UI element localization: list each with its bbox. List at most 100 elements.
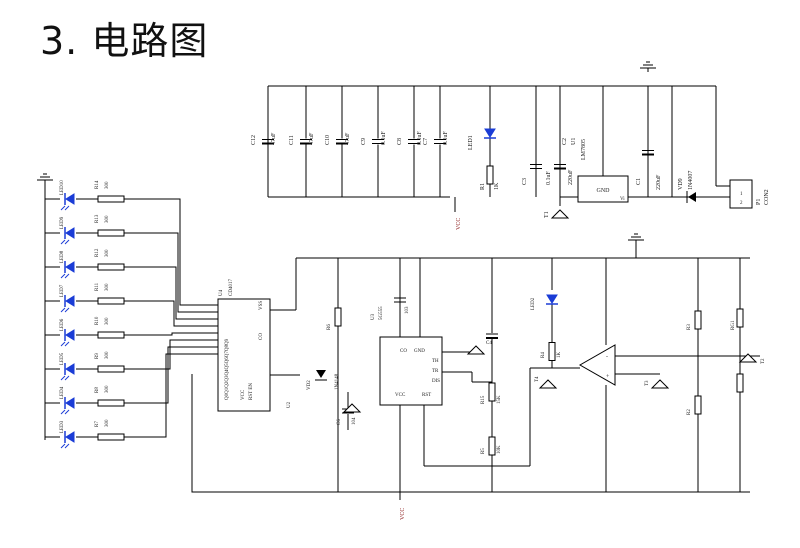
led-array-icon bbox=[65, 295, 75, 307]
led-arrow-icon bbox=[64, 273, 70, 279]
label: R3 bbox=[687, 324, 692, 330]
capacitor-ref: C9 bbox=[361, 138, 367, 145]
led-resistor bbox=[97, 399, 125, 407]
led2-icon bbox=[546, 294, 558, 304]
label: C4 bbox=[486, 341, 492, 346]
u4-pin-labels: Q0Q1Q2Q3Q4Q5Q6Q7Q8Q9 bbox=[225, 338, 230, 400]
label: 1K bbox=[557, 352, 562, 359]
wire bbox=[126, 346, 218, 404]
led-resistor-value: 300 bbox=[105, 351, 110, 359]
led-arrow-icon bbox=[64, 375, 70, 381]
label: C1 bbox=[636, 178, 642, 185]
led-ref: LED7 bbox=[60, 284, 65, 297]
label: LED2 bbox=[531, 297, 536, 310]
led-arrow-icon bbox=[60, 375, 66, 381]
led-array-icon bbox=[65, 227, 75, 239]
r5-resistor bbox=[488, 436, 496, 456]
vd2-diode-icon bbox=[316, 370, 326, 378]
wire bbox=[126, 353, 218, 438]
label: 1N4148 bbox=[335, 373, 340, 390]
t2-test-point-icon bbox=[738, 353, 758, 363]
led-arrow-icon bbox=[60, 443, 66, 449]
capacitor-value: 47uF bbox=[271, 132, 277, 145]
wire bbox=[126, 300, 218, 327]
capacitor-plate bbox=[262, 142, 274, 145]
led-array-icon bbox=[65, 363, 75, 375]
led-array-icon bbox=[65, 431, 75, 443]
comparator-icon bbox=[578, 344, 616, 386]
r1-resistor bbox=[486, 165, 494, 185]
capacitor-plate bbox=[642, 153, 654, 156]
wire bbox=[126, 332, 218, 336]
led-resistor bbox=[97, 195, 125, 203]
label: 15K bbox=[497, 395, 502, 404]
r2-resistor bbox=[694, 395, 702, 415]
label: U2 bbox=[287, 401, 292, 408]
wire bbox=[126, 266, 218, 320]
capacitor-value: 47uF bbox=[309, 132, 315, 145]
led-arrow-icon bbox=[64, 341, 70, 347]
led-array-icon bbox=[65, 193, 75, 205]
vd9-diode-icon bbox=[688, 192, 696, 202]
vd9-part: 1N4007 bbox=[688, 171, 694, 190]
led-ref: LED8 bbox=[60, 250, 65, 263]
label: VD9 bbox=[678, 178, 684, 190]
label: RST bbox=[422, 393, 431, 398]
led-arrow-icon bbox=[60, 239, 66, 245]
led1-icon bbox=[484, 128, 496, 138]
label: R6 bbox=[327, 324, 332, 330]
capacitor-ref: C10 bbox=[325, 135, 331, 145]
label: CO bbox=[259, 333, 264, 340]
led-resistor-value: 300 bbox=[105, 215, 110, 223]
capacitor-plate bbox=[336, 142, 348, 145]
capacitor-value: 0.1uF bbox=[381, 131, 387, 146]
r15-resistor bbox=[488, 382, 496, 402]
r6-resistor bbox=[334, 307, 342, 327]
led1-label: LED1 bbox=[468, 135, 474, 150]
u3-part: 5G555 bbox=[379, 306, 384, 320]
label: U3 bbox=[371, 313, 376, 320]
capacitor-ref: C8 bbox=[397, 138, 403, 145]
label: Vi bbox=[620, 197, 625, 202]
led-array-icon bbox=[65, 261, 75, 273]
capacitor-plate bbox=[554, 167, 566, 170]
label: RG1 bbox=[731, 320, 736, 330]
led-resistor-ref: R11 bbox=[95, 282, 100, 291]
led-arrow-icon bbox=[64, 205, 70, 211]
wires bbox=[44, 85, 760, 500]
led-arrow-icon bbox=[60, 341, 66, 347]
con2-label: CON2 bbox=[764, 189, 770, 205]
label: GND bbox=[414, 349, 425, 354]
led-resistor bbox=[97, 433, 125, 441]
wire bbox=[126, 198, 218, 306]
led-resistor-ref: R12 bbox=[95, 248, 100, 257]
led-resistor-value: 300 bbox=[105, 317, 110, 325]
label: 1 bbox=[740, 192, 743, 197]
led-arrow-icon bbox=[60, 273, 66, 279]
u4-part: CD4017 bbox=[229, 279, 234, 296]
label: R4 bbox=[541, 352, 546, 358]
capacitor-ref: C7 bbox=[423, 138, 429, 145]
label: T1 bbox=[544, 211, 550, 218]
components bbox=[37, 61, 758, 456]
led-arrow-icon bbox=[60, 409, 66, 415]
label: VCC bbox=[241, 389, 246, 400]
led-ref: LED10 bbox=[60, 180, 65, 195]
led-ref: LED3 bbox=[60, 420, 65, 433]
u1-regulator bbox=[577, 175, 629, 203]
led-resistor bbox=[97, 297, 125, 305]
capacitor-ref: C12 bbox=[251, 135, 257, 145]
wire bbox=[191, 374, 750, 493]
label: VD2 bbox=[307, 380, 312, 390]
r3-resistor bbox=[694, 310, 702, 330]
label: - bbox=[606, 354, 608, 360]
t4-test-point-icon bbox=[538, 379, 558, 389]
label: 220uF bbox=[656, 174, 662, 190]
u1-part: LM7805 bbox=[581, 139, 587, 160]
label: VCC bbox=[395, 393, 406, 398]
label: T2 bbox=[761, 358, 766, 364]
label: U1 bbox=[571, 138, 577, 145]
led-ref: LED4 bbox=[60, 386, 65, 399]
